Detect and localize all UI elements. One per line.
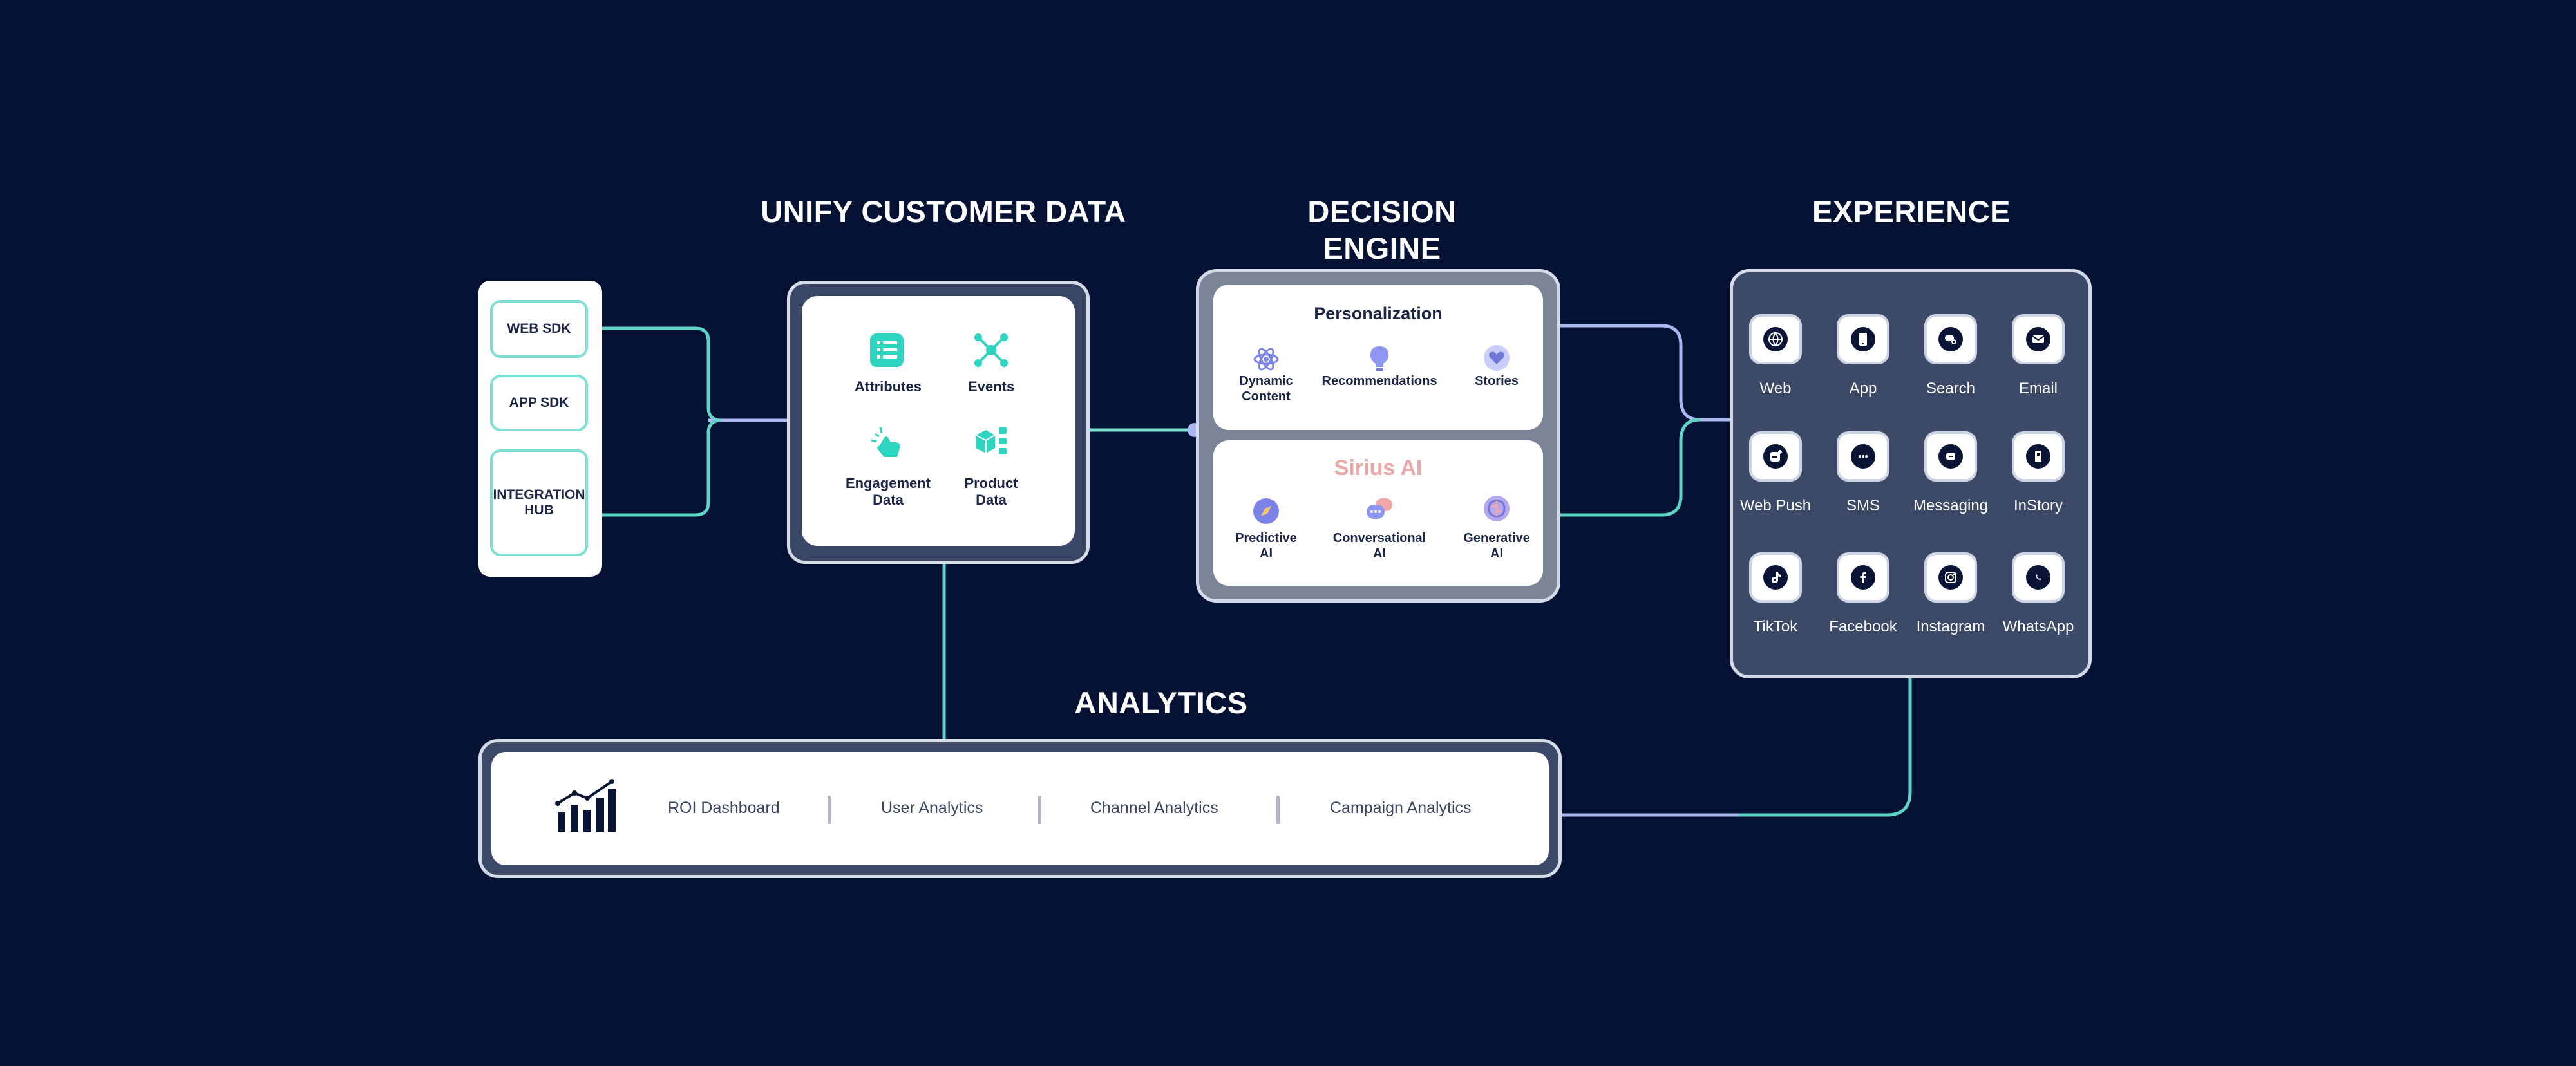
generative-ai-label-line1: Generative [1463, 531, 1530, 545]
channel-label: Messaging [1913, 497, 1989, 514]
integration-hub-label-line2: HUB [524, 503, 554, 518]
connector-sirius-experience [1560, 418, 1701, 517]
channel-label: Web Push [1739, 497, 1812, 514]
tap-icon [871, 427, 900, 457]
lightbulb-icon [1370, 346, 1388, 371]
channel-label: Web [1759, 380, 1792, 397]
channel-label: Search [1926, 380, 1976, 397]
sirius-ai-card: Sirius AI Predictive AI Conversational A… [1213, 440, 1543, 586]
app-sdk-chip[interactable]: APP SDK [490, 375, 588, 431]
tiktok-icon [1763, 565, 1788, 590]
connector-personalization-experience [1560, 324, 1730, 422]
sources-panel: WEB SDK APP SDK INTEGRATION HUB [478, 281, 602, 577]
engagement-label-line2: Data [873, 492, 904, 508]
analytics-separator [828, 796, 831, 824]
analytics-title: ANALYTICS [1074, 686, 1248, 720]
channel-label: InStory [2013, 497, 2063, 514]
channel-tile-instagram[interactable] [1924, 552, 1977, 603]
channel-tile-facebook[interactable] [1837, 552, 1889, 603]
channel-tile-sms[interactable] [1837, 431, 1889, 482]
analytics-separator [1038, 796, 1041, 824]
sirius-ai-logo: Sirius AI [1213, 456, 1543, 481]
personalization-title: Personalization [1314, 304, 1443, 323]
predictive-ai-label-line2: AI [1260, 547, 1273, 561]
unify-card: Attributes Events Engagement Data Produc… [802, 296, 1075, 546]
decision-title-line2: ENGINE [1323, 231, 1441, 265]
decision-title-line1: DECISION [1307, 194, 1457, 229]
integration-hub-chip[interactable]: INTEGRATION HUB [490, 449, 588, 556]
list-icon [870, 333, 904, 367]
web-sdk-chip[interactable]: WEB SDK [490, 300, 588, 358]
integration-hub-label-line1: INTEGRATION [493, 487, 585, 502]
facebook-icon [1851, 565, 1875, 590]
channel-label: Facebook [1829, 618, 1897, 635]
phone-icon [1851, 327, 1875, 351]
channel-label: Email [2018, 380, 2058, 397]
channel-tile-messaging[interactable] [1924, 431, 1977, 482]
channel-tile-email[interactable] [2012, 314, 2065, 364]
envelope-icon [2026, 327, 2050, 351]
connector-web-sdk [602, 326, 787, 422]
product-data-label-line1: Product [964, 475, 1018, 491]
unify-title: UNIFY CUSTOMER DATA [761, 194, 1126, 229]
search-icon [1938, 327, 1963, 351]
attributes-label: Attributes [855, 379, 922, 395]
conversational-ai-label-line2: AI [1373, 547, 1386, 561]
atom-icon [1253, 348, 1279, 371]
channel-tile-tiktok[interactable] [1749, 552, 1802, 603]
dynamic-content-label-line2: Content [1242, 389, 1291, 404]
channel-tile-app[interactable] [1837, 314, 1889, 364]
predictive-ai-label-line1: Predictive [1235, 531, 1297, 545]
product-data-label-line2: Data [976, 492, 1007, 508]
network-icon [974, 333, 1008, 367]
boxes-icon [975, 427, 1007, 454]
engagement-label-line1: Engagement [845, 475, 931, 491]
web-sdk-label: WEB SDK [507, 321, 571, 336]
push-icon [1763, 444, 1788, 469]
connector-experience-analytics [1562, 678, 1912, 817]
channel-tile-web-push[interactable] [1749, 431, 1802, 482]
app-sdk-label: APP SDK [509, 395, 569, 410]
channel-tile-whatsapp[interactable] [2012, 552, 2065, 603]
channel-label: SMS [1846, 497, 1880, 514]
channel-label: TikTok [1753, 618, 1798, 635]
messaging-icon [1938, 444, 1963, 469]
events-label: Events [967, 379, 1015, 395]
analytics-item-channel-analytics[interactable]: Channel Analytics [1090, 799, 1218, 817]
bar-chart-icon [555, 779, 616, 832]
instory-icon [2026, 444, 2050, 469]
whatsapp-icon [2026, 565, 2050, 590]
stories-label: Stories [1475, 374, 1519, 388]
analytics-separator [1276, 796, 1280, 824]
analytics-item-campaign-analytics[interactable]: Campaign Analytics [1330, 799, 1472, 817]
dynamic-content-label-line1: Dynamic [1239, 374, 1293, 388]
sms-icon [1851, 444, 1875, 469]
conversational-ai-label-line1: Conversational [1332, 531, 1426, 545]
channel-tile-web[interactable] [1749, 314, 1802, 364]
analytics-item-user-analytics[interactable]: User Analytics [881, 799, 983, 817]
channel-tile-instory[interactable] [2012, 431, 2065, 482]
experience-title: EXPERIENCE [1812, 194, 2011, 229]
channel-tile-search[interactable] [1924, 314, 1977, 364]
globe-icon [1763, 327, 1788, 351]
generative-ai-label-line2: AI [1490, 547, 1503, 561]
heart-icon [1484, 345, 1510, 371]
connector-integration-hub [602, 418, 722, 517]
brain-icon [1484, 496, 1510, 521]
analytics-card [491, 752, 1549, 865]
compass-icon [1253, 498, 1279, 524]
channel-label: Instagram [1916, 618, 1985, 635]
channel-label: App [1849, 380, 1877, 397]
instagram-icon [1938, 565, 1963, 590]
recommendations-label: Recommendations [1321, 374, 1437, 388]
sirius-ai-logo-text: Sirius AI [1334, 456, 1423, 480]
personalization-card: Personalization Dynamic Content Recommen… [1213, 285, 1543, 430]
chat-bubbles-icon [1367, 498, 1392, 519]
analytics-item-roi-dashboard[interactable]: ROI Dashboard [668, 799, 780, 817]
channel-label: WhatsApp [2002, 618, 2074, 635]
